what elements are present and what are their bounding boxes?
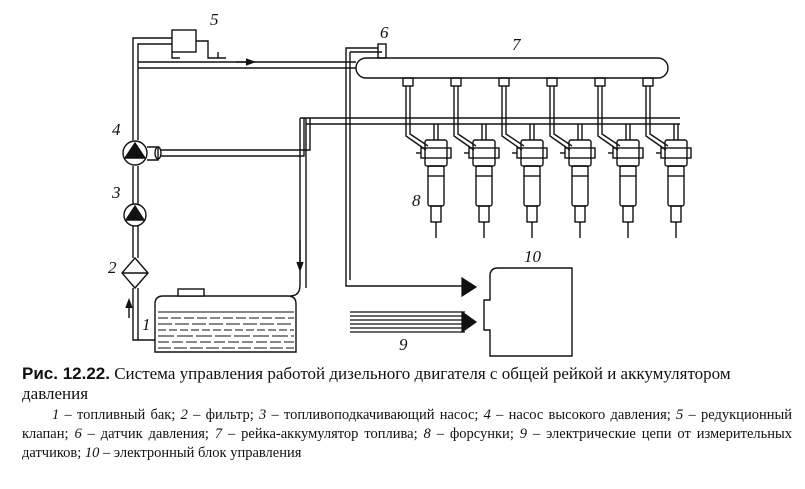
injector [450,77,500,238]
injector [498,77,548,238]
label-7: 7 [512,35,522,54]
legend-text: – фильтр; [187,407,260,423]
legend-text: – электронный блок управления [99,445,302,461]
label-3: 3 [111,183,121,202]
label-5: 5 [210,10,219,29]
legend-text: – форсунки; [430,426,520,442]
common-rail [355,57,669,79]
legend-number: 3 [259,407,267,423]
legend-number: 7 [214,426,223,442]
injector [402,77,452,238]
high-pressure-pump [122,118,311,166]
legend-text: – электрические цепи от измерительных да… [22,426,793,461]
legend-number: 5 [676,407,684,423]
injector [594,77,644,238]
label-6: 6 [380,23,389,42]
fuel-tank [154,288,297,353]
caption-title: Рис. 12.22. Система управления работой д… [22,364,792,404]
legend-text: – насос высокого давления; [490,407,677,423]
label-1: 1 [142,315,151,334]
label-9: 9 [399,335,408,354]
legend-text: – рейка-аккумулятор топлива; [222,426,424,442]
transfer-pump [123,203,147,227]
figure-legend: 1 – топливный бак; 2 – фильтр; 3 – топли… [22,406,792,463]
legend-number: 8 [423,426,431,442]
fuel-filter [121,256,149,290]
common-rail-diagram: 1 2 3 4 5 6 7 8 9 10 [108,10,692,357]
injectors [402,77,692,238]
legend-number: 1 [52,407,60,423]
label-8: 8 [412,191,421,210]
legend-number: 9 [519,426,528,442]
legend-text: – датчик давления; [81,426,215,442]
figure-caption: Рис. 12.22. Система управления работой д… [22,364,792,463]
legend-text: – редукционный клапан; [22,407,792,442]
sensor-wires [350,276,478,334]
legend-text: – топливный бак; [59,407,181,423]
injector [642,77,692,238]
legend-number: 6 [74,426,82,442]
legend-number: 10 [84,445,100,461]
figure-number: Рис. 12.22. [22,364,110,383]
injector [546,77,596,238]
legend-number: 2 [180,407,188,423]
electronic-control-unit [483,267,573,357]
label-4: 4 [112,120,121,139]
label-2: 2 [108,258,117,277]
label-10: 10 [524,247,542,266]
figure-title: Система управления работой дизельного дв… [22,364,731,403]
legend-number: 4 [483,407,491,423]
reduction-valve [171,29,226,59]
supply-line [132,37,172,341]
return-line [289,117,680,297]
high-pressure-line [138,58,356,69]
legend-text: – топливоподкачивающий насос; [266,407,484,423]
